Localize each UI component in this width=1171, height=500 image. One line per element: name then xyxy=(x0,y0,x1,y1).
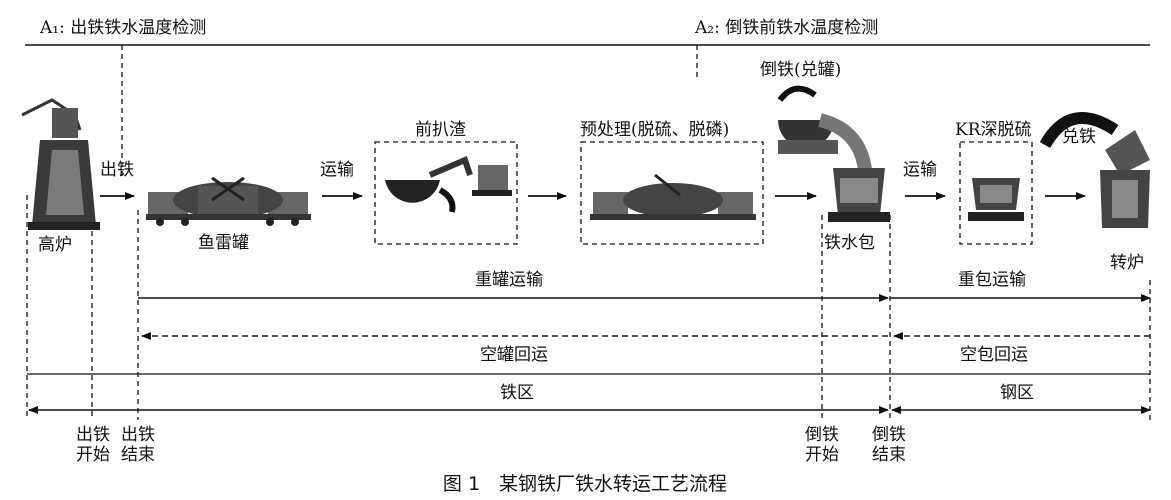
pour-end-label-1: 倒铁 xyxy=(872,425,906,445)
slag-skimming-box xyxy=(374,141,518,245)
pouring-label: 倒铁(兑罐) xyxy=(760,60,841,80)
label-a2-temperature-check: A₂: 倒铁前铁水温度检测 xyxy=(694,18,878,38)
empty-ladle-return-label: 空包回运 xyxy=(960,345,1028,365)
tap-start-label-1: 出铁 xyxy=(76,425,110,445)
charging-label: 兑铁 xyxy=(1062,127,1096,147)
torpedo-car-icon xyxy=(146,176,311,226)
ladle-icon xyxy=(828,168,890,222)
iron-zone-label: 铁区 xyxy=(500,383,534,403)
charging-arc-icon xyxy=(1039,112,1119,149)
slag-skimmer-icon xyxy=(385,155,512,213)
tap-end-label-2: 结束 xyxy=(121,445,155,465)
figure-caption: 图 1 某钢铁厂铁水转运工艺流程 xyxy=(443,473,727,495)
converter-icon xyxy=(1100,130,1150,228)
converter-label: 转炉 xyxy=(1110,253,1144,273)
transport-1-label: 运输 xyxy=(320,160,354,180)
tap-end-label-1: 出铁 xyxy=(121,425,155,445)
transport-2-label: 运输 xyxy=(903,160,937,180)
pretreatment-torpedo-icon xyxy=(590,173,756,220)
blast-furnace-icon xyxy=(21,98,100,230)
pour-end-label-2: 结束 xyxy=(872,445,906,465)
slag-skimming-label: 前扒渣 xyxy=(415,120,466,140)
kr-desulfurization-label: KR深脱硫 xyxy=(955,120,1032,140)
label-a1-temperature-check: A₁: 出铁铁水温度检测 xyxy=(39,18,206,38)
pouring-vessel-icon xyxy=(777,85,872,172)
tapping-label: 出铁 xyxy=(100,160,134,180)
kr-station-icon xyxy=(968,178,1024,221)
heavy-ladle-transport-label: 重包运输 xyxy=(958,270,1026,290)
pour-start-label-1: 倒铁 xyxy=(805,425,839,445)
blast-furnace-label: 高炉 xyxy=(38,235,72,255)
pour-start-label-2: 开始 xyxy=(805,445,839,465)
steel-zone-label: 钢区 xyxy=(1000,383,1034,403)
tap-start-label-2: 开始 xyxy=(76,445,110,465)
empty-tank-return-label: 空罐回运 xyxy=(480,345,548,365)
torpedo-car-label: 鱼雷罐 xyxy=(198,233,249,253)
heavy-tank-transport-label: 重罐运输 xyxy=(475,270,543,290)
ladle-label: 铁水包 xyxy=(824,233,875,253)
pretreatment-box xyxy=(580,141,764,245)
kr-box xyxy=(959,141,1033,245)
pretreatment-label: 预处理(脱硫、脱磷) xyxy=(580,120,729,140)
